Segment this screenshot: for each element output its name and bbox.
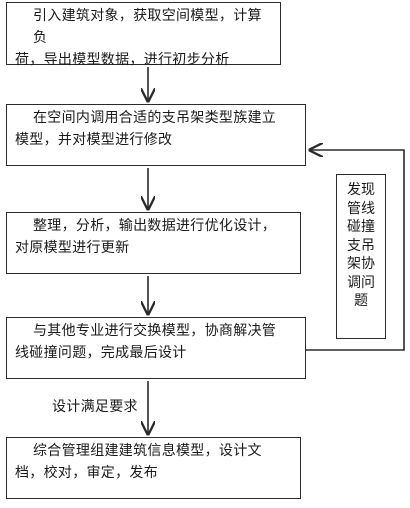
feedback-line: 调问 (347, 274, 375, 291)
step-2-line-1: 在空间内调用合适的支吊架类型族建立 (33, 110, 277, 126)
step-2-box: 在空间内调用合适的支吊架类型族建立 模型，并对模型进行修改 (6, 104, 306, 166)
step-3-line-2: 对原模型进行更新 (15, 240, 130, 256)
step-3-box: 整理，分析，输出数据进行优化设计， 对原模型进行更新 (6, 212, 301, 274)
step-2-line-2: 模型，并对模型进行修改 (15, 132, 173, 148)
step-4-line-2: 线碰撞问题，完成最后设计 (15, 345, 187, 361)
step-4-line-1: 与其他专业进行交换模型，协商解决管 (33, 323, 277, 339)
step-3-line-1: 整理，分析，输出数据进行优化设计， (33, 218, 277, 234)
step-1-box: 引入建筑对象，获取空间模型，计算负 荷，导出模型数据，进行初步分析 (6, 2, 281, 68)
feedback-line: 题 (354, 293, 368, 309)
feedback-box: 发现 管线 碰撞 支吊 架协 调问 题 (336, 174, 386, 339)
feedback-line: 管线 (347, 200, 375, 217)
step-5-line-1: 综合管理组建建筑信息模型，设计文 (33, 443, 262, 459)
step-1-line-1: 引入建筑对象，获取空间模型，计算负 (33, 8, 262, 46)
feedback-line: 支吊 (347, 237, 375, 254)
step-5-box: 综合管理组建建筑信息模型，设计文 档，校对，审定，发布 (6, 437, 301, 499)
condition-label: 设计满足要求 (52, 399, 138, 415)
step-5-line-2: 档，校对，审定，发布 (15, 465, 158, 481)
step-1-line-2: 荷，导出模型数据，进行初步分析 (15, 52, 230, 68)
feedback-line: 碰撞 (347, 219, 375, 235)
feedback-line: 发现 (347, 182, 375, 198)
step-4-box: 与其他专业进行交换模型，协商解决管 线碰撞问题，完成最后设计 (6, 317, 306, 379)
feedback-line: 架协 (347, 256, 375, 272)
